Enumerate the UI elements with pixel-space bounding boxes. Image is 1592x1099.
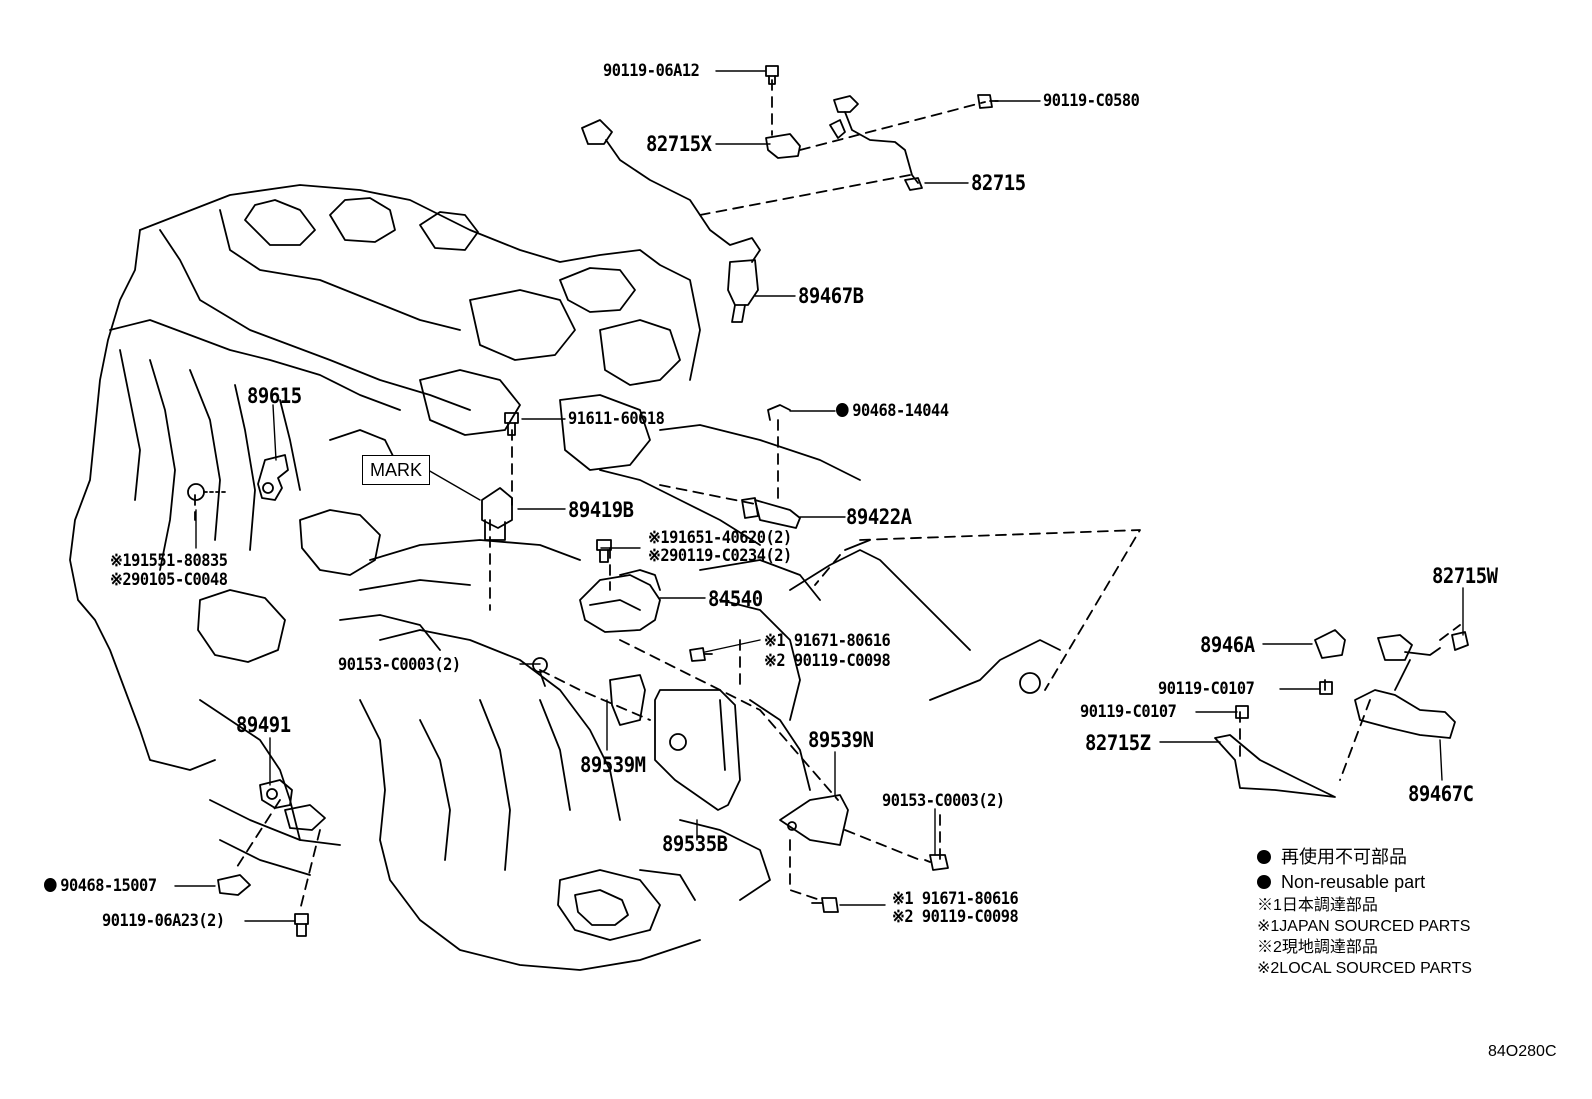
label-8946A: 8946A bbox=[1200, 633, 1255, 657]
part-bracket-8946A bbox=[1314, 629, 1346, 659]
part-sensor-89491 bbox=[259, 779, 326, 831]
label-89539N: 89539N bbox=[808, 728, 874, 752]
label-90119-C0098-b: ※2 90119-C0098 bbox=[892, 907, 1019, 927]
label-82715Z: 82715Z bbox=[1085, 731, 1151, 755]
label-89539M: 89539M bbox=[580, 753, 646, 777]
part-bolt-90153-bottom bbox=[924, 854, 949, 871]
part-sensor-89615 bbox=[257, 454, 289, 501]
part-bracket-89539N bbox=[779, 794, 849, 846]
label-90468-15007: 90468-15007 bbox=[44, 876, 157, 896]
engine-block bbox=[69, 184, 861, 971]
label-90468-14044: 90468-14044 bbox=[836, 401, 949, 421]
label-89615: 89615 bbox=[247, 384, 302, 408]
part-bolt-91611-60618 bbox=[504, 412, 519, 436]
part-bolt-91671-bottom bbox=[811, 897, 839, 913]
label-89419B: 89419B bbox=[568, 498, 634, 522]
legend-nonreusable-en: Non-reusable part bbox=[1257, 870, 1472, 895]
filled-dot-icon bbox=[1257, 850, 1271, 864]
legend-local-jp: ※2現地調達部品 bbox=[1257, 939, 1378, 956]
label-91671-80616-b: ※1 91671-80616 bbox=[892, 889, 1019, 909]
part-bolt-91551 bbox=[187, 483, 229, 501]
label-90119-C0098-a: ※2 90119-C0098 bbox=[764, 651, 891, 671]
label-82715W: 82715W bbox=[1432, 564, 1498, 588]
label-82715X: 82715X bbox=[646, 132, 712, 156]
part-sensor-89422A bbox=[741, 497, 801, 529]
part-clamp-82715Z bbox=[1214, 734, 1336, 798]
label-82715: 82715 bbox=[971, 171, 1026, 195]
label-91611-60618: 91611-60618 bbox=[568, 409, 665, 429]
label-89422A: 89422A bbox=[846, 505, 912, 529]
leader-lines bbox=[174, 70, 1464, 922]
part-gasket-90468-14044 bbox=[767, 404, 791, 421]
part-sensor-82715W bbox=[1377, 631, 1469, 661]
label-90119-C0107-b: 90119-C0107 bbox=[1080, 702, 1177, 722]
figure-code: 84O280C bbox=[1488, 1043, 1557, 1060]
part-bolt-91671-top bbox=[689, 647, 713, 662]
label-90119-06A12: 90119-06A12 bbox=[603, 61, 700, 81]
legend-nonreusable-jp: 再使用不可部品 bbox=[1257, 845, 1472, 870]
part-sensor-89419B bbox=[481, 487, 513, 541]
part-bolt-90153-top bbox=[532, 657, 548, 687]
filled-dot-icon bbox=[1257, 875, 1271, 889]
part-harness-82715 bbox=[829, 95, 923, 191]
label-89467B: 89467B bbox=[798, 284, 864, 308]
label-84540: 84540 bbox=[708, 587, 763, 611]
part-bolt-90119-06A23 bbox=[294, 913, 309, 937]
mark-callout: MARK bbox=[362, 455, 430, 485]
part-axle bbox=[789, 539, 1061, 701]
label-89535B: 89535B bbox=[662, 832, 728, 856]
leader-dashes bbox=[194, 79, 1461, 911]
label-91651-40620: ※191651-40620(2) bbox=[648, 528, 792, 548]
part-bracket-82715X bbox=[765, 133, 801, 159]
label-90105-C0048: ※290105-C0048 bbox=[110, 570, 228, 590]
part-bolt-91651 bbox=[596, 539, 612, 563]
part-gasket-90468-15007 bbox=[217, 874, 251, 896]
label-90119-C0107-a: 90119-C0107 bbox=[1158, 679, 1255, 699]
label-89467C: 89467C bbox=[1408, 782, 1474, 806]
part-bolt-90119-C0580 bbox=[977, 94, 999, 109]
part-switch-84540 bbox=[579, 569, 661, 633]
label-91551-80835: ※191551-80835 bbox=[110, 551, 228, 571]
part-ecu-89535B bbox=[654, 689, 741, 811]
label-90153-C0003-a: 90153-C0003(2) bbox=[338, 655, 461, 675]
part-bracket-89539M bbox=[609, 674, 646, 726]
label-89491: 89491 bbox=[236, 713, 291, 737]
legend: 再使用不可部品 Non-reusable part ※1日本調達部品 ※1JAP… bbox=[1257, 845, 1472, 979]
part-bolt-90119-C0107 bbox=[1235, 681, 1333, 719]
legend-japan-jp: ※1日本調達部品 bbox=[1257, 897, 1378, 914]
legend-japan-en: ※1JAPAN SOURCED PARTS bbox=[1257, 918, 1471, 935]
label-90119-C0234: ※290119-C0234(2) bbox=[648, 546, 792, 566]
legend-local-en: ※2LOCAL SOURCED PARTS bbox=[1257, 960, 1472, 977]
label-90119-06A23: 90119-06A23(2) bbox=[102, 911, 225, 931]
label-90153-C0003-b: 90153-C0003(2) bbox=[882, 791, 1005, 811]
label-91671-80616-a: ※1 91671-80616 bbox=[764, 631, 891, 651]
part-bolt-90119-06A12 bbox=[765, 65, 779, 85]
part-sensor-89467B bbox=[581, 119, 761, 323]
part-sensor-89467C bbox=[1354, 659, 1456, 739]
label-90119-C0580: 90119-C0580 bbox=[1043, 91, 1140, 111]
